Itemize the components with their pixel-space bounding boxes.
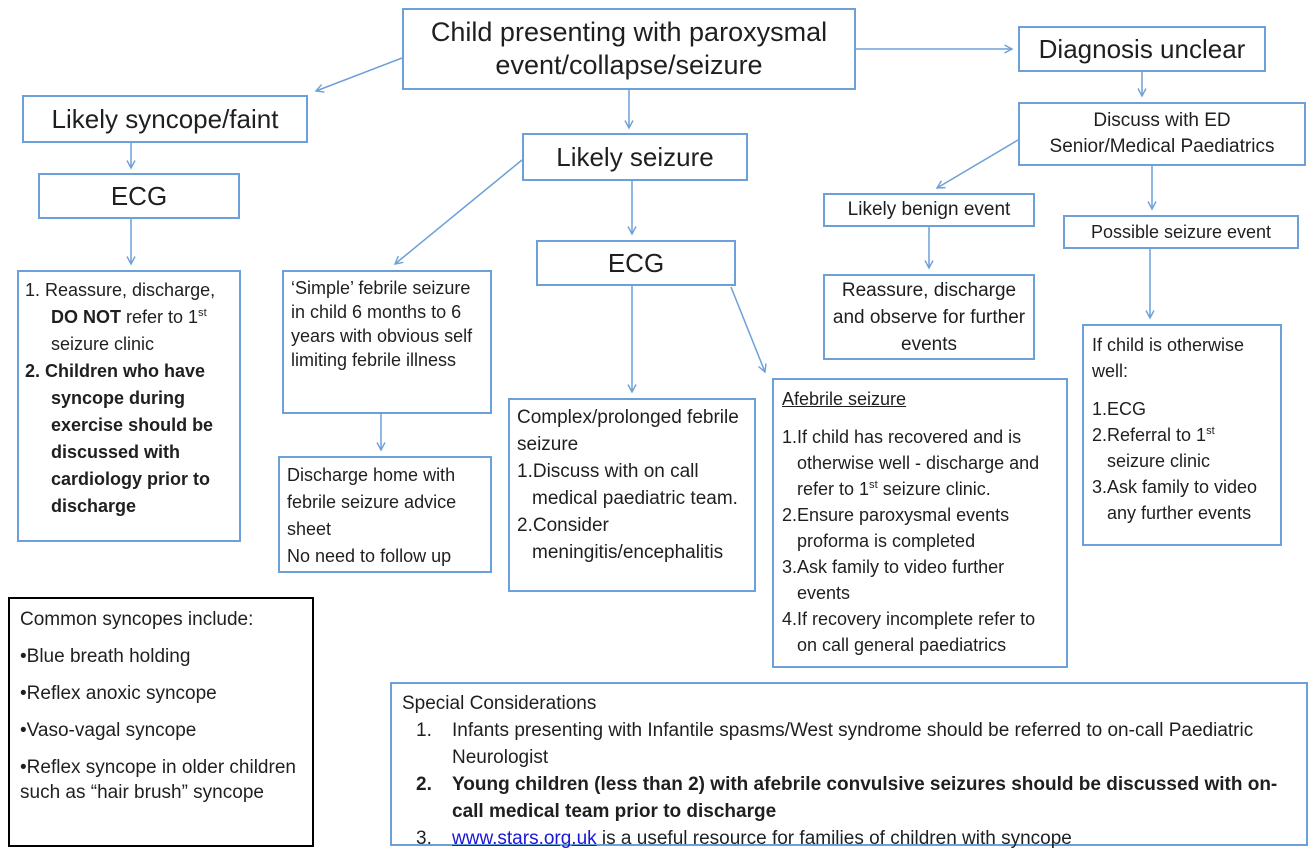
afebrile-item-1-sup: st <box>869 479 878 491</box>
syncope-action-item-2: 2. Children who have syncope during exer… <box>25 361 214 516</box>
if-child-well-item-1: 1.ECG <box>1092 399 1147 419</box>
syncope-action-1-sup: st <box>198 307 207 319</box>
complex-febrile-item-2: 2.Consider meningitis/encephalitis <box>517 515 724 563</box>
node-likely-syncope: Likely syncope/faint <box>22 95 308 143</box>
special-item-1: 1. Infants presenting with Infantile spa… <box>402 717 1296 771</box>
node-diagnosis-unclear-label: Diagnosis unclear <box>1038 33 1246 64</box>
special-item-1-text: Infants presenting with Infantile spasms… <box>452 720 1254 768</box>
syncope-action-1-post: seizure clinic <box>51 334 155 354</box>
common-syncopes-bullet-1: •Blue breath holding <box>20 646 191 667</box>
afebrile-item-1-post: seizure clinic. <box>877 479 991 499</box>
arrow-root-to-syncope <box>314 57 403 93</box>
node-root-label: Child presenting with paroxysmal event/c… <box>430 17 828 80</box>
special-item-3: 3. www.stars.org.uk is a useful resource… <box>402 825 1296 852</box>
note-common-syncopes: Common syncopes include: •Blue breath ho… <box>8 597 314 847</box>
if-child-well-item-3: 3.Ask family to video any further events <box>1092 477 1258 523</box>
afebrile-item-4: 4.If recovery incomplete refer to on cal… <box>782 609 1036 655</box>
node-likely-seizure: Likely seizure <box>522 133 748 181</box>
syncope-action-item-1: 1. Reassure, discharge, DO NOT refer to … <box>25 277 233 358</box>
node-ecg-seizure-label: ECG <box>607 247 665 278</box>
stars-org-link[interactable]: www.stars.org.uk <box>452 828 597 849</box>
common-syncopes-heading: Common syncopes include: <box>20 609 254 630</box>
node-syncope-actions: 1. Reassure, discharge, DO NOT refer to … <box>17 270 241 542</box>
if-child-well-heading: If child is otherwise well: <box>1092 335 1245 381</box>
syncope-action-1-text: 1. Reassure, discharge, <box>25 280 216 300</box>
node-likely-seizure-label: Likely seizure <box>556 141 714 172</box>
if-child-well-item-2: 2.Referral to 1st seizure clinic <box>1092 422 1272 474</box>
discuss-ed-line-2: Senior/Medical Paediatrics <box>1049 136 1275 157</box>
arrow-seizure-to-simple-febrile <box>393 159 523 265</box>
special-item-3-rest: is a useful resource for families of chi… <box>596 828 1072 849</box>
special-item-2: 2. Young children (less than 2) with afe… <box>402 771 1296 825</box>
discharge-home-line-2: No need to follow up <box>287 546 452 566</box>
complex-febrile-heading: Complex/prolonged febrile seizure <box>517 407 739 455</box>
node-possible-seizure: Possible seizure event <box>1063 215 1299 249</box>
node-likely-benign: Likely benign event <box>823 193 1035 227</box>
afebrile-item-2: 2.Ensure paroxysmal events proforma is c… <box>782 505 1010 551</box>
node-reassure-observe: Reassure, discharge and observe for furt… <box>823 274 1035 360</box>
node-ecg-seizure: ECG <box>536 240 736 286</box>
special-item-1-num: 1. <box>416 720 432 741</box>
arrow-ecg-to-afebrile <box>730 286 767 374</box>
node-if-child-well: If child is otherwise well: 1.ECG 2.Refe… <box>1082 324 1282 546</box>
node-discharge-home: Discharge home with febrile seizure advi… <box>278 456 492 573</box>
node-likely-syncope-label: Likely syncope/faint <box>51 103 279 134</box>
syncope-action-1-bold: DO NOT <box>51 307 121 327</box>
common-syncopes-bullet-4: •Reflex syncope in older children such a… <box>20 757 296 803</box>
if-child-well-item-2-post: seizure clinic <box>1107 451 1211 471</box>
if-child-well-item-2-sup: st <box>1206 425 1215 437</box>
discuss-ed-line-1: Discuss with ED <box>1093 110 1231 131</box>
special-item-2-num: 2. <box>416 774 432 795</box>
special-item-3-text: www.stars.org.uk is a useful resource fo… <box>452 825 1296 852</box>
node-ecg-syncope-label: ECG <box>110 180 168 211</box>
syncope-action-1-mid: refer to 1 <box>121 307 199 327</box>
if-child-well-item-2-text: 2.Referral to 1 <box>1092 425 1207 445</box>
node-diagnosis-unclear: Diagnosis unclear <box>1018 26 1266 72</box>
node-likely-benign-label: Likely benign event <box>847 199 1011 220</box>
discharge-home-line-1: Discharge home with febrile seizure advi… <box>287 465 457 539</box>
special-item-3-num: 3. <box>416 828 432 849</box>
node-afebrile-seizure: Afebrile seizure 1.If child has recovere… <box>772 378 1068 668</box>
node-simple-febrile: ‘Simple’ febrile seizure in child 6 mont… <box>282 270 492 414</box>
discuss-ed-text: Discuss with ED Senior/Medical Paediatri… <box>1050 108 1275 160</box>
node-ecg-syncope: ECG <box>38 173 240 219</box>
afebrile-item-1-text: 1.If child has recovered and is otherwis… <box>782 427 1040 499</box>
common-syncopes-bullet-3: •Vaso-vagal syncope <box>20 720 197 741</box>
afebrile-item-1: 1.If child has recovered and is otherwis… <box>782 424 1058 502</box>
special-considerations-heading: Special Considerations <box>402 693 597 714</box>
complex-febrile-item-1: 1.Discuss with on call medical paediatri… <box>517 461 738 509</box>
node-discuss-ed: Discuss with ED Senior/Medical Paediatri… <box>1018 102 1306 166</box>
special-item-2-text: Young children (less than 2) with afebri… <box>452 774 1278 822</box>
node-complex-febrile: Complex/prolonged febrile seizure 1.Disc… <box>508 398 756 592</box>
node-root: Child presenting with paroxysmal event/c… <box>402 8 856 90</box>
afebrile-item-3: 3.Ask family to video further events <box>782 557 1005 603</box>
note-special-considerations: Special Considerations 1. Infants presen… <box>390 682 1308 849</box>
afebrile-heading: Afebrile seizure <box>782 389 907 409</box>
common-syncopes-bullet-2: •Reflex anoxic syncope <box>20 683 217 704</box>
node-possible-seizure-label: Possible seizure event <box>1090 222 1272 242</box>
arrow-discuss-to-benign <box>935 139 1019 189</box>
